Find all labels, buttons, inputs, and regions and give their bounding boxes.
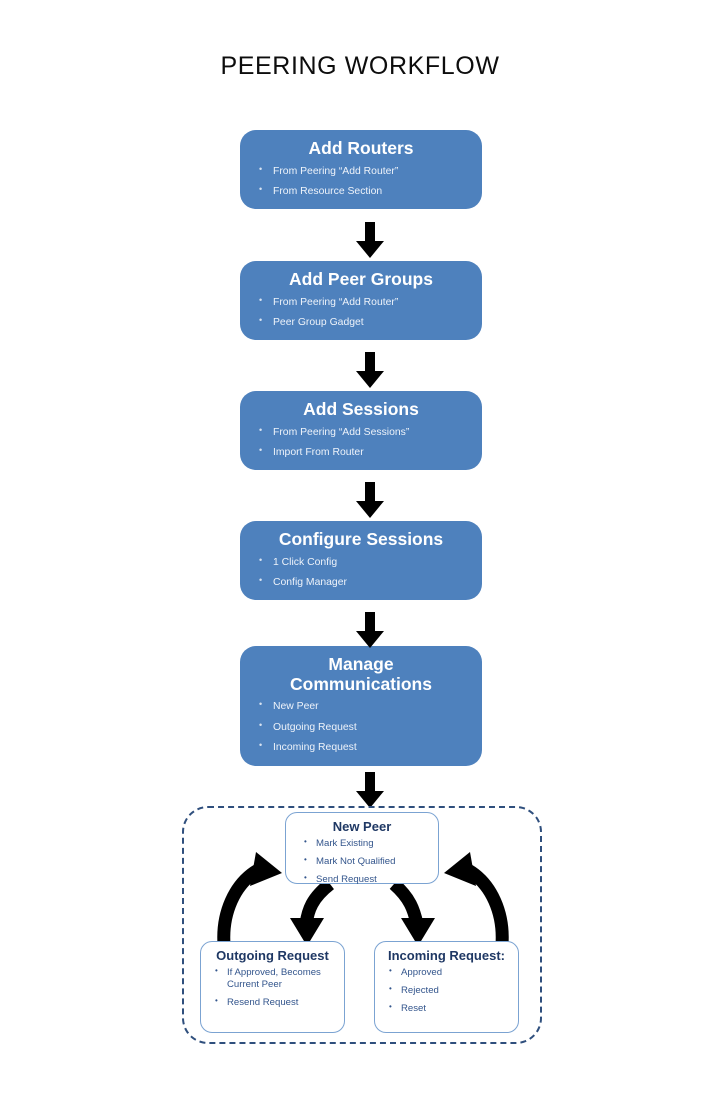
detail-box-new-peer[interactable]: New Peer Mark Existing Mark Not Qualifie… [285,812,439,886]
flow-step-bullets: 1 Click Config Config Manager [240,556,482,589]
flow-step-title: Manage Communications [250,654,472,694]
flow-step-title: Add Peer Groups [289,269,433,289]
detail-box-bullets: Approved Rejected Reset [375,966,518,1015]
bullet-item: From Resource Section [256,185,472,197]
detail-box-title: Outgoing Request [216,948,329,963]
bullet-item: If Approved, Becomes Current Peer [213,966,338,990]
flow-step-bullets: New Peer Outgoing Request Incoming Reque… [240,700,482,753]
flow-step-title: Add Sessions [303,399,419,419]
bullet-item: Peer Group Gadget [256,316,472,328]
bullet-item: Incoming Request [256,741,472,753]
flow-step-title: Add Routers [308,138,414,158]
bullet-item: 1 Click Config [256,556,472,568]
flow-step-title-line-2: Communications [290,673,432,694]
bullet-item: From Peering “Add Router” [256,296,472,308]
detail-box-incoming-request[interactable]: Incoming Request: Approved Rejected Rese… [374,941,519,1033]
bullet-item: Reset [387,1002,512,1015]
down-arrow-icon [356,772,384,808]
detail-box-bullets: Mark Existing Mark Not Qualified Send Re… [286,837,438,886]
down-arrow-icon [356,222,384,258]
bullet-item: Config Manager [256,576,472,588]
bullet-item: From Peering “Add Router” [256,165,472,177]
flow-step-add-sessions[interactable]: Add Sessions From Peering “Add Sessions”… [240,391,482,471]
down-arrow-icon [356,352,384,388]
bullet-item: New Peer [256,700,472,712]
bullet-item: Mark Existing [302,837,432,850]
detail-box-outgoing-request[interactable]: Outgoing Request If Approved, Becomes Cu… [200,941,345,1033]
bullet-item: From Peering “Add Sessions” [256,426,472,438]
bullet-item: Import From Router [256,446,472,458]
bullet-item: Send Request [302,873,432,886]
flow-step-manage-communications[interactable]: Manage Communications New Peer Outgoing … [240,646,482,766]
bullet-item: Mark Not Qualified [302,855,432,868]
page-title: PEERING WORKFLOW [220,52,500,80]
detail-box-bullets: If Approved, Becomes Current Peer Resend… [201,966,344,1009]
flow-step-add-routers[interactable]: Add Routers From Peering “Add Router” Fr… [240,130,482,210]
detail-box-title: New Peer [332,819,392,834]
flow-step-bullets: From Peering “Add Router” From Resource … [240,165,482,198]
down-arrow-icon [356,612,384,648]
manage-communications-detail-group [182,806,542,1044]
bullet-item: Rejected [387,984,512,997]
down-arrow-icon [356,482,384,518]
detail-box-title: Incoming Request: [387,948,505,963]
flow-step-add-peer-groups[interactable]: Add Peer Groups From Peering “Add Router… [240,261,482,341]
bullet-item: Resend Request [213,996,338,1009]
flow-step-title-line-1: Manage [328,654,394,674]
flow-step-configure-sessions[interactable]: Configure Sessions 1 Click Config Config… [240,521,482,601]
flow-step-bullets: From Peering “Add Sessions” Import From … [240,426,482,459]
bullet-item: Approved [387,966,512,979]
bullet-item: Outgoing Request [256,721,472,733]
flow-step-bullets: From Peering “Add Router” Peer Group Gad… [240,296,482,329]
flow-step-title: Configure Sessions [278,529,444,549]
